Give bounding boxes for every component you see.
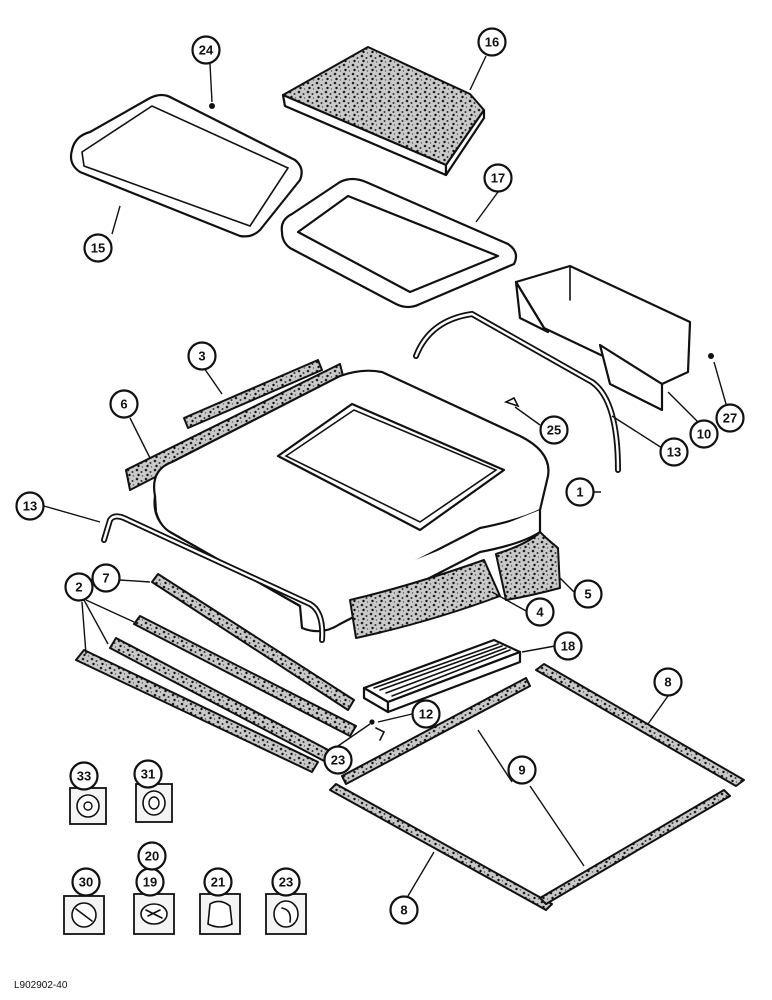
callout-18: 18 bbox=[553, 631, 583, 661]
callout-7: 7 bbox=[91, 563, 121, 593]
callout-4: 4 bbox=[525, 597, 555, 627]
svg-text:8: 8 bbox=[400, 903, 407, 918]
part-box-23 bbox=[265, 893, 307, 935]
part-box-21 bbox=[199, 893, 241, 935]
air-filter bbox=[362, 638, 522, 714]
callout-13-left: 13 bbox=[15, 491, 45, 521]
callout-1: 1 bbox=[565, 477, 595, 507]
part-box-19 bbox=[133, 893, 175, 935]
callout-13-right: 13 bbox=[659, 437, 689, 467]
callout-23-left: 23 bbox=[323, 745, 353, 775]
svg-text:10: 10 bbox=[697, 427, 711, 442]
side-strip bbox=[183, 359, 323, 429]
edge-trim-lower bbox=[101, 513, 326, 643]
callout-6: 6 bbox=[109, 389, 139, 419]
svg-text:19: 19 bbox=[143, 875, 157, 890]
insulation-panel bbox=[151, 573, 355, 711]
svg-text:2: 2 bbox=[75, 580, 82, 595]
svg-text:33: 33 bbox=[77, 769, 91, 784]
callout-8-upper: 8 bbox=[653, 667, 683, 697]
callout-17: 17 bbox=[483, 163, 513, 193]
svg-text:30: 30 bbox=[79, 875, 93, 890]
callout-2: 2 bbox=[64, 572, 94, 602]
svg-text:1: 1 bbox=[576, 485, 583, 500]
svg-text:3: 3 bbox=[198, 349, 205, 364]
svg-text:16: 16 bbox=[485, 35, 499, 50]
callout-23-box: 23 bbox=[271, 867, 301, 897]
callout-12: 12 bbox=[411, 699, 441, 729]
drawing-reference: L902902-40 bbox=[14, 980, 68, 991]
svg-text:20: 20 bbox=[145, 849, 159, 864]
callout-5: 5 bbox=[573, 579, 603, 609]
clip bbox=[503, 396, 520, 408]
callout-9: 9 bbox=[507, 755, 537, 785]
svg-text:25: 25 bbox=[547, 423, 561, 438]
svg-text:23: 23 bbox=[331, 753, 345, 768]
callout-30: 30 bbox=[71, 867, 101, 897]
callout-25: 25 bbox=[539, 415, 569, 445]
svg-text:15: 15 bbox=[91, 241, 105, 256]
fastener-set bbox=[369, 719, 386, 741]
callout-20: 20 bbox=[137, 841, 167, 871]
callout-16: 16 bbox=[477, 27, 507, 57]
svg-text:6: 6 bbox=[120, 397, 127, 412]
roof-window-glass bbox=[69, 93, 303, 238]
svg-text:18: 18 bbox=[561, 639, 575, 654]
edge-trim-upper bbox=[413, 310, 621, 473]
front-pad-right bbox=[495, 531, 561, 601]
callout-8-lower: 8 bbox=[389, 895, 419, 925]
callout-10: 10 bbox=[689, 419, 719, 449]
callout-31: 31 bbox=[133, 759, 163, 789]
callout-33: 33 bbox=[69, 761, 99, 791]
svg-text:4: 4 bbox=[536, 605, 544, 620]
frame-strips bbox=[329, 663, 745, 911]
insulation-panel-stack bbox=[75, 615, 357, 773]
air-duct bbox=[514, 264, 692, 412]
svg-text:17: 17 bbox=[491, 171, 505, 186]
svg-text:12: 12 bbox=[419, 707, 433, 722]
headliner-panel bbox=[281, 46, 486, 177]
callout-24: 24 bbox=[191, 35, 221, 65]
leader-lines bbox=[43, 55, 727, 897]
svg-text:7: 7 bbox=[102, 571, 109, 586]
callout-27: 27 bbox=[715, 403, 745, 433]
svg-text:24: 24 bbox=[199, 43, 214, 58]
window-seal bbox=[280, 177, 518, 309]
callout-19: 19 bbox=[135, 867, 165, 897]
svg-text:21: 21 bbox=[211, 875, 225, 890]
screw bbox=[209, 103, 215, 109]
svg-text:5: 5 bbox=[584, 587, 591, 602]
callout-15: 15 bbox=[83, 233, 113, 263]
svg-text:8: 8 bbox=[664, 675, 671, 690]
svg-text:9: 9 bbox=[518, 763, 525, 778]
small-fastener bbox=[708, 353, 714, 359]
svg-text:31: 31 bbox=[141, 767, 155, 782]
svg-text:13: 13 bbox=[23, 499, 37, 514]
svg-text:23: 23 bbox=[279, 875, 293, 890]
part-box-33 bbox=[69, 787, 107, 825]
svg-text:27: 27 bbox=[723, 411, 737, 426]
part-box-30 bbox=[63, 895, 105, 935]
svg-text:13: 13 bbox=[667, 445, 681, 460]
callout-3: 3 bbox=[187, 341, 217, 371]
callout-21: 21 bbox=[203, 867, 233, 897]
part-box-31 bbox=[135, 783, 173, 823]
